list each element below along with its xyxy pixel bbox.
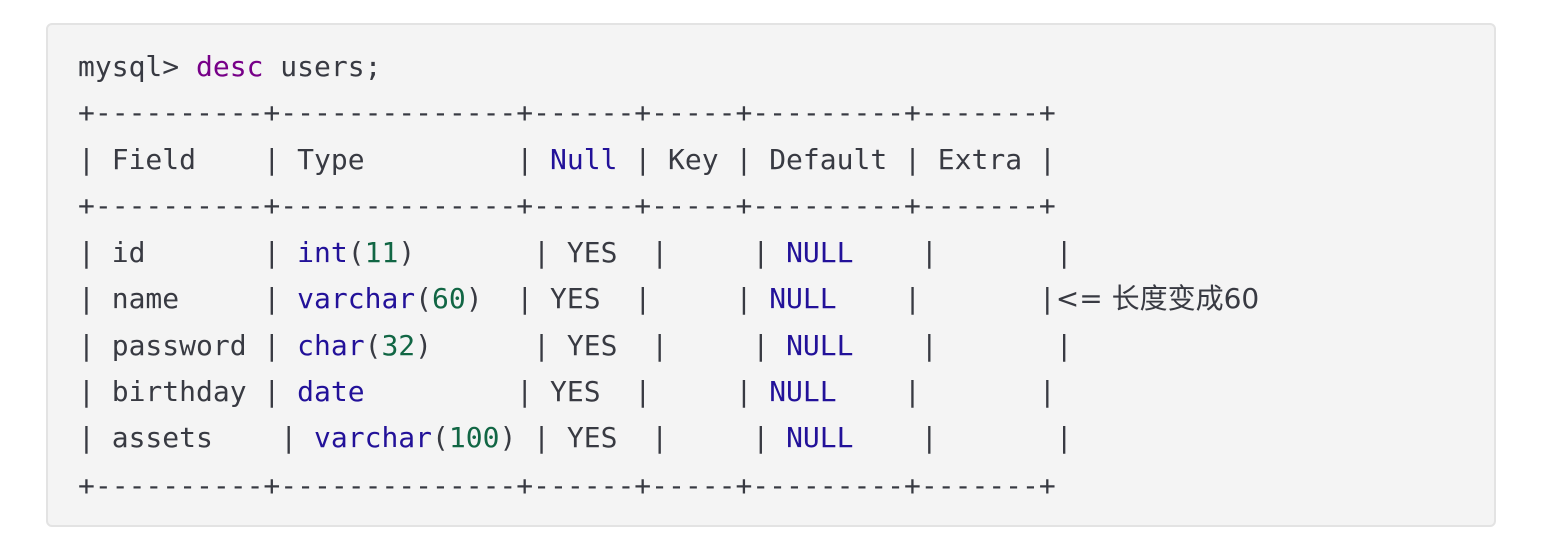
row-field: name bbox=[111, 282, 247, 315]
row-null: YES bbox=[566, 329, 618, 362]
row-type-length: 32 bbox=[381, 329, 416, 362]
table-border-bottom: +----------+--------------+------+-----+… bbox=[78, 469, 1056, 502]
row-type-name: int bbox=[297, 236, 348, 269]
table-row: | name | varchar(60) | YES | | NULL | |<… bbox=[78, 282, 1260, 315]
row-field: password bbox=[111, 329, 247, 362]
row-field: id bbox=[111, 236, 247, 269]
row-type-name: varchar bbox=[297, 282, 416, 315]
row-type-name: date bbox=[297, 375, 365, 408]
header-field: Field bbox=[111, 143, 247, 176]
table-row: | password | char(32) | YES | | NULL | | bbox=[78, 329, 1073, 362]
table-header-row: | Field | Type | Null | Key | Default | … bbox=[78, 143, 1056, 176]
table-border-top: +----------+--------------+------+-----+… bbox=[78, 96, 1056, 129]
header-extra: Extra bbox=[937, 143, 1023, 176]
header-type: Type bbox=[297, 143, 517, 176]
table-name: users; bbox=[263, 50, 382, 83]
row-type-length: 60 bbox=[432, 282, 466, 315]
desc-keyword: desc bbox=[196, 50, 264, 83]
header-default: Default bbox=[769, 143, 888, 176]
row-null: YES bbox=[550, 282, 601, 315]
table-row: | birthday | date | YES | | NULL | | bbox=[78, 375, 1056, 408]
row-null: YES bbox=[550, 375, 601, 408]
row-field: assets bbox=[111, 421, 247, 454]
row-field: birthday bbox=[111, 375, 247, 408]
length-annotation: <= 长度变成60 bbox=[1055, 282, 1260, 315]
row-default: NULL bbox=[786, 236, 854, 269]
row-default: NULL bbox=[786, 421, 854, 454]
table-border-mid: +----------+--------------+------+-----+… bbox=[78, 189, 1056, 222]
row-default: NULL bbox=[769, 282, 837, 315]
table-row: | assets | varchar(100) | YES | | NULL |… bbox=[78, 421, 1073, 454]
row-type-name: varchar bbox=[314, 421, 433, 454]
code-block bbox=[46, 23, 1496, 527]
row-default: NULL bbox=[786, 329, 854, 362]
prompt-line: mysql> desc users; bbox=[78, 44, 381, 90]
header-key: Key bbox=[668, 143, 719, 176]
row-type-length: 100 bbox=[448, 421, 500, 454]
prompt-text: mysql> bbox=[78, 50, 197, 83]
row-type-name: char bbox=[297, 329, 365, 362]
row-null: YES bbox=[566, 421, 618, 454]
header-null: Null bbox=[550, 143, 618, 176]
row-null: YES bbox=[566, 236, 618, 269]
row-default: NULL bbox=[769, 375, 837, 408]
row-type-length: 11 bbox=[364, 236, 399, 269]
table-row: | id | int(11) | YES | | NULL | | bbox=[78, 236, 1073, 269]
